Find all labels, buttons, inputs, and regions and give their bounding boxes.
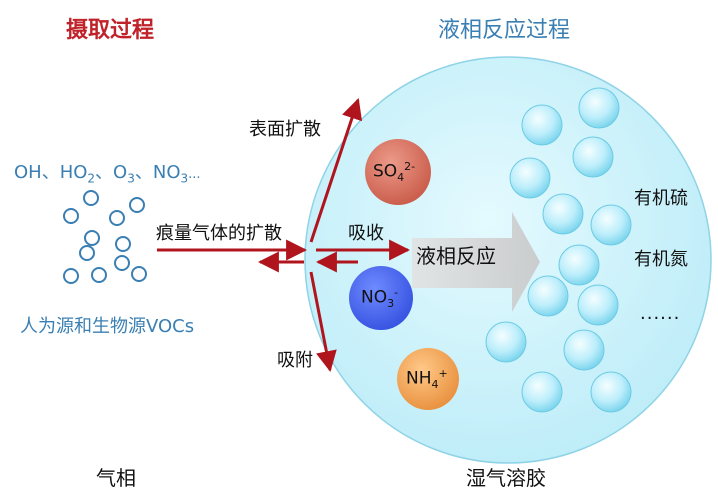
bubble bbox=[563, 329, 605, 371]
gas-molecule bbox=[91, 267, 107, 283]
aerosol-bubbles bbox=[485, 87, 632, 413]
adsorption-label: 吸附 bbox=[277, 350, 313, 371]
ion-base: NO bbox=[361, 287, 388, 308]
oxidant-text: 、NO bbox=[134, 162, 181, 183]
liquid-reaction-label: 液相反应 bbox=[416, 244, 496, 268]
bubble bbox=[521, 371, 563, 413]
organic-sulfur-label: 有机硫 bbox=[634, 188, 688, 209]
bubble bbox=[521, 104, 563, 146]
bubble bbox=[509, 157, 551, 199]
oxidant-species-list: OH、HO2、O3、NO3... bbox=[14, 158, 201, 186]
trace-gas-diffusion-label: 痕量气体的扩散 bbox=[156, 223, 282, 244]
subscript: 2 bbox=[87, 171, 96, 186]
organic-nitrogen-label: 有机氮 bbox=[634, 249, 688, 270]
ion-subscript: 3 bbox=[387, 297, 395, 311]
bubble bbox=[578, 87, 620, 129]
liquid-phase-process-header: 液相反应过程 bbox=[438, 18, 571, 43]
oxidant-text: OH、HO bbox=[14, 162, 88, 183]
ion-base: SO bbox=[373, 161, 398, 182]
subscript: 3 bbox=[127, 171, 135, 186]
more-products-ellipsis: ...... bbox=[640, 303, 681, 324]
bubble bbox=[558, 244, 600, 286]
liquid-reaction-arrow bbox=[412, 212, 540, 312]
gas-molecule bbox=[129, 197, 145, 213]
bubble bbox=[527, 275, 569, 317]
subscript: 3 bbox=[180, 171, 189, 186]
ion-charge: 2- bbox=[404, 160, 416, 173]
nitrate-ion-circle bbox=[349, 266, 413, 330]
gas-molecule bbox=[131, 266, 147, 282]
ion-subscript: 4 bbox=[397, 171, 405, 185]
surface-diffusion-label: 表面扩散 bbox=[249, 119, 321, 140]
bubble bbox=[590, 204, 632, 246]
gas-molecule bbox=[63, 208, 79, 224]
sulfate-ion-label: SO42- bbox=[373, 160, 415, 184]
absorption-label: 吸收 bbox=[348, 223, 384, 244]
bubble bbox=[485, 321, 527, 363]
gas-molecules bbox=[63, 190, 147, 284]
bubble bbox=[542, 193, 584, 235]
gas-molecule bbox=[115, 236, 131, 252]
sulfate-ion-circle bbox=[365, 139, 431, 205]
ion-charge: - bbox=[394, 286, 399, 299]
ion-charge: + bbox=[438, 367, 448, 380]
ion-base: NH bbox=[406, 368, 432, 389]
surface-diffusion-arrow bbox=[309, 98, 363, 243]
bubble bbox=[590, 371, 632, 413]
nitrate-ion-label: NO3- bbox=[361, 286, 398, 310]
gas-molecule bbox=[83, 190, 99, 206]
gas-molecule bbox=[109, 210, 125, 226]
ammonium-ion-label: NH4+ bbox=[406, 367, 448, 391]
process-arrows bbox=[157, 98, 411, 373]
bubble bbox=[577, 284, 619, 326]
ammonium-ion-circle bbox=[397, 348, 459, 410]
uptake-process-header: 摄取过程 bbox=[66, 18, 155, 43]
ion-subscript: 4 bbox=[431, 378, 439, 392]
bubble bbox=[572, 136, 614, 178]
gas-molecule bbox=[84, 230, 100, 246]
gas-molecule bbox=[79, 245, 95, 261]
gas-molecule bbox=[63, 268, 79, 284]
adsorption-arrow bbox=[309, 271, 337, 373]
vocs-source-label: 人为源和生物源VOCs bbox=[20, 316, 195, 337]
gas-molecule bbox=[114, 255, 130, 271]
wet-aerosol-label: 湿气溶胶 bbox=[466, 466, 546, 490]
oxidant-ellipsis: ... bbox=[188, 167, 201, 182]
gas-phase-label: 气相 bbox=[96, 466, 136, 490]
oxidant-text: 、O bbox=[95, 162, 128, 183]
